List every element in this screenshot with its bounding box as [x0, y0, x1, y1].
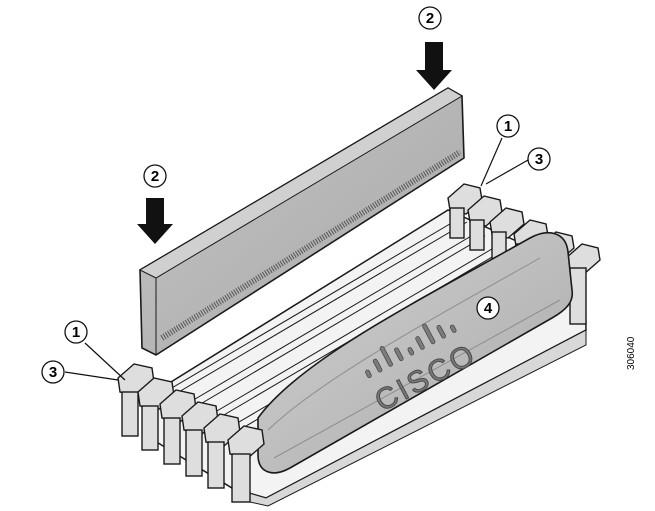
insert-arrow-top	[416, 42, 452, 90]
callout-3-back-label: 3	[535, 151, 543, 168]
callout-2-top: 2	[418, 6, 442, 30]
callout-3-front: 3	[41, 360, 65, 384]
figure-id: 306040	[626, 336, 637, 370]
callout-1-front: 1	[64, 320, 88, 344]
callout-1-back-label: 1	[504, 118, 512, 135]
cisco-logo-bars	[365, 323, 457, 378]
callout-1-back: 1	[496, 114, 520, 138]
callout-leaders	[64, 137, 529, 381]
callout-2-left: 2	[143, 164, 167, 188]
callout-2-left-label: 2	[151, 168, 159, 185]
dimm-module	[138, 87, 465, 356]
latch-front-6	[227, 425, 265, 503]
callout-4-shroud: 4	[476, 296, 500, 320]
callout-2-top-label: 2	[426, 10, 434, 27]
callout-1-front-label: 1	[72, 324, 80, 341]
insert-arrow-left	[137, 198, 173, 244]
callout-3-back: 3	[527, 147, 551, 171]
back-latches	[447, 183, 601, 325]
front-latches	[117, 363, 265, 503]
callout-3-front-label: 3	[49, 364, 57, 381]
callout-4-shroud-label: 4	[484, 300, 493, 317]
